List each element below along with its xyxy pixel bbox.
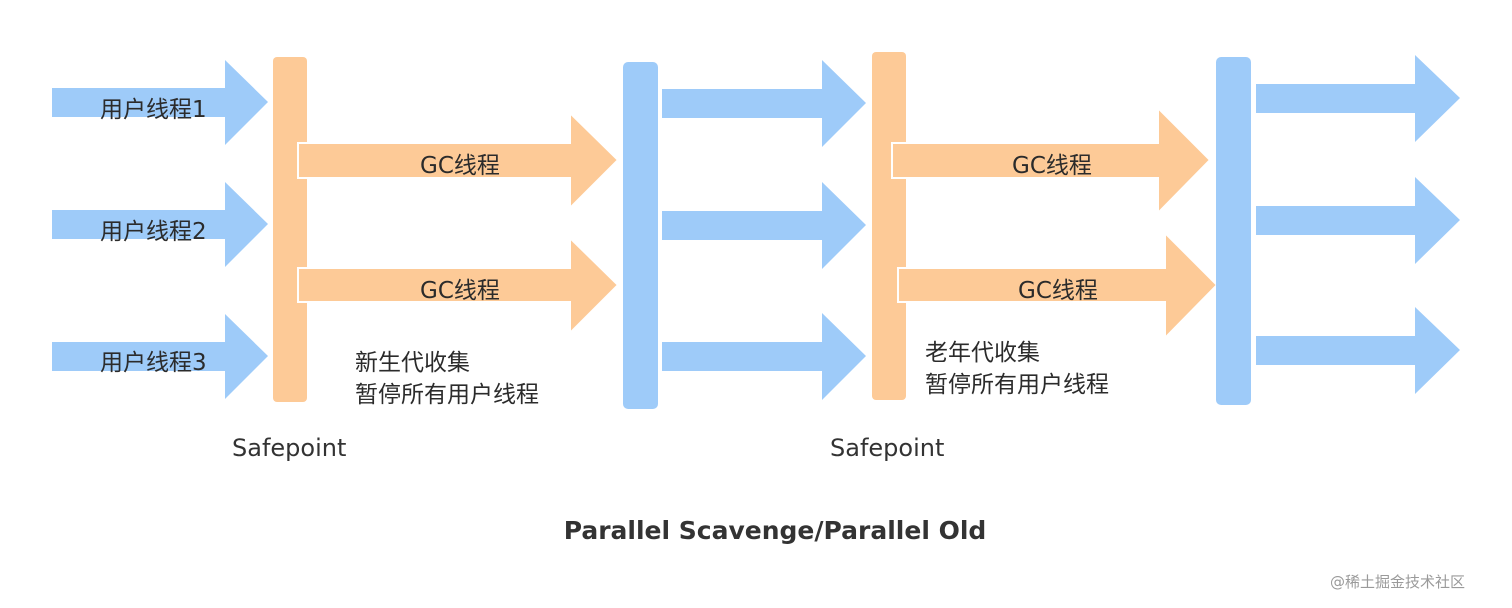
user-thread-label-2: 用户线程2 — [100, 219, 207, 245]
old-gc-arrow-2 — [897, 230, 1219, 341]
user-thread-arrow-1 — [52, 60, 268, 145]
old-gc-thread-label-1: GC线程 — [1012, 153, 1092, 179]
safepoint-label-2: Safepoint — [830, 434, 945, 462]
old-gc-note-line1: 老年代收集 — [925, 340, 1040, 366]
old-gc-note-line2: 暂停所有用户线程 — [925, 372, 1109, 398]
user-thread-arrow-2 — [52, 182, 268, 267]
user-thread-arrow-end-2 — [1256, 177, 1460, 264]
resume-bar-2 — [1216, 57, 1251, 405]
young-gc-arrow-1 — [297, 110, 620, 211]
young-gc-note-line1: 新生代收集 — [355, 350, 470, 376]
user-thread-arrow-mid-1 — [662, 60, 866, 147]
user-thread-arrow-3 — [52, 314, 268, 399]
old-gc-arrow-1 — [891, 105, 1212, 216]
user-thread-arrow-mid-2 — [662, 182, 866, 269]
user-thread-arrow-end-1 — [1256, 55, 1460, 142]
young-gc-thread-label-1: GC线程 — [420, 153, 500, 179]
young-gc-note-line2: 暂停所有用户线程 — [355, 382, 539, 408]
safepoint-label-1: Safepoint — [232, 434, 347, 462]
old-gc-note: 老年代收集 暂停所有用户线程 — [925, 337, 1109, 401]
old-gc-thread-label-2: GC线程 — [1018, 278, 1098, 304]
user-thread-label-3: 用户线程3 — [100, 350, 207, 376]
user-thread-arrow-mid-3 — [662, 313, 866, 400]
resume-bar-1 — [623, 62, 658, 409]
safepoint-bar-2 — [872, 52, 906, 400]
safepoint-bar-1 — [273, 57, 307, 402]
watermark: @稀土掘金技术社区 — [1330, 573, 1466, 591]
diagram-title: Parallel Scavenge/Parallel Old — [563, 516, 987, 545]
user-thread-label-1: 用户线程1 — [100, 97, 207, 123]
young-gc-note: 新生代收集 暂停所有用户线程 — [355, 347, 539, 411]
user-thread-arrow-end-3 — [1256, 307, 1460, 394]
young-gc-thread-label-2: GC线程 — [420, 278, 500, 304]
young-gc-arrow-2 — [297, 235, 620, 336]
